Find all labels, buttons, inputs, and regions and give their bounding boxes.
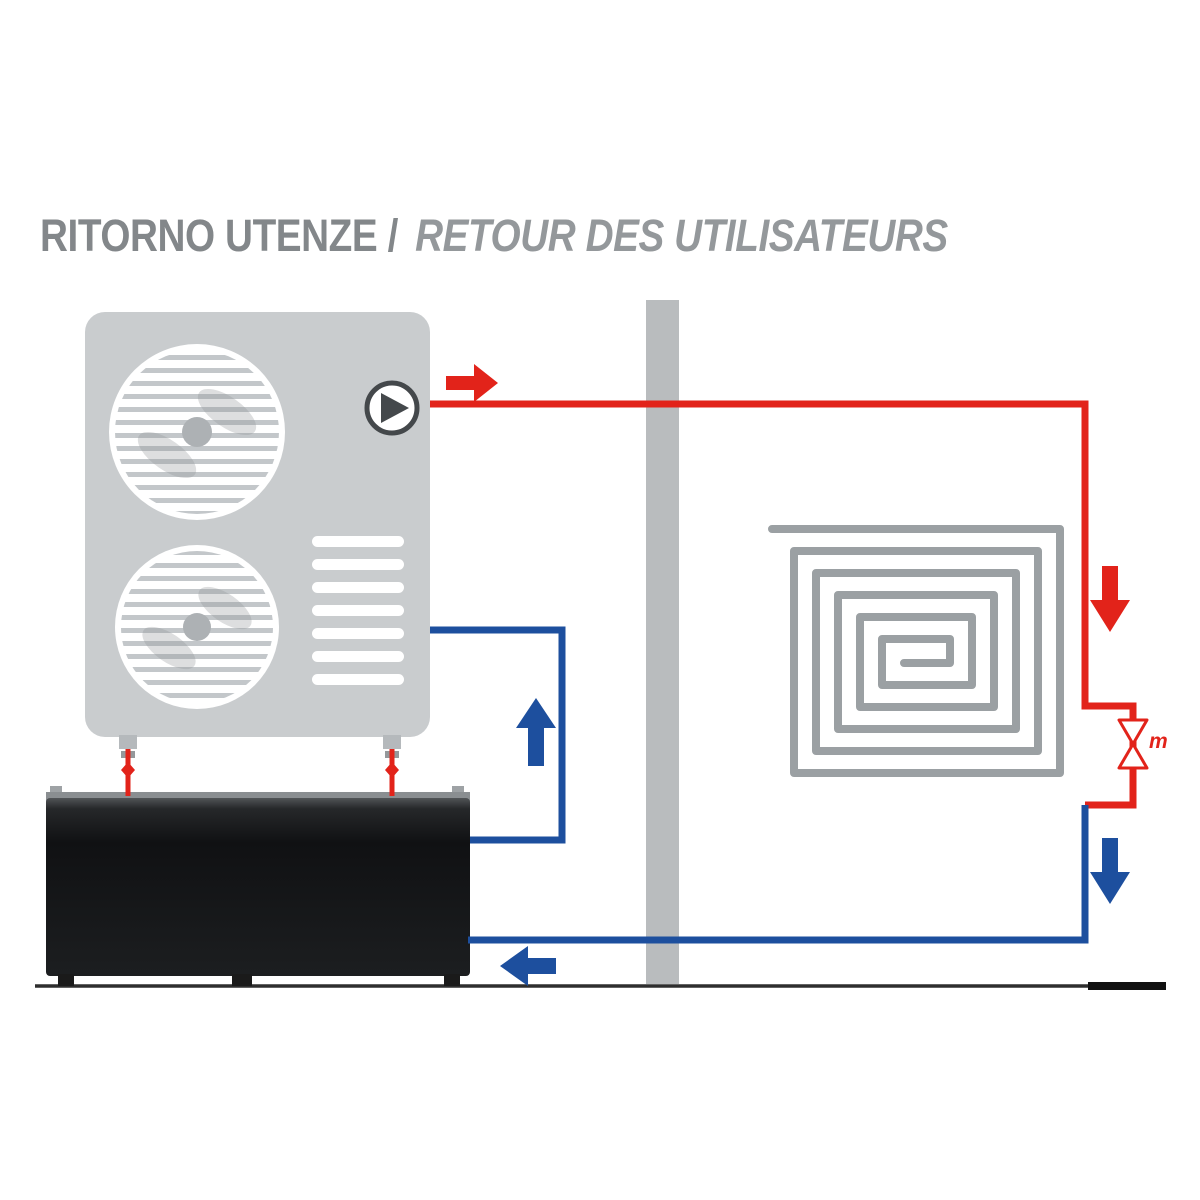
tank-lid xyxy=(46,792,470,802)
fan-blade xyxy=(197,388,257,436)
vent-grille xyxy=(312,536,404,685)
tank-foot xyxy=(232,974,252,986)
valve-actuator-label: m xyxy=(1149,730,1168,753)
pump-triangle xyxy=(381,393,409,423)
unit-foot-right xyxy=(383,735,401,749)
tank-tab-right xyxy=(452,786,464,795)
return-pipe-upper xyxy=(430,626,566,844)
vent-slat xyxy=(312,674,404,685)
fan-blade xyxy=(198,586,252,630)
connector-valve-icon xyxy=(121,762,135,778)
fan-blade xyxy=(142,626,196,670)
tank-foot xyxy=(58,974,74,986)
vent-slat xyxy=(312,628,404,639)
vent-slat xyxy=(312,536,404,547)
vent-slat xyxy=(312,651,404,662)
buffer-tank xyxy=(46,786,470,986)
tank-body xyxy=(46,798,470,976)
title-french: RETOUR DES UTILISATEURS xyxy=(415,210,948,261)
diagram-title: RITORNO UTENZE / RETOUR DES UTILISATEURS xyxy=(40,210,948,262)
title-italian: RITORNO UTENZE / xyxy=(40,210,398,261)
tank-tab-left xyxy=(50,786,62,795)
fan-hub xyxy=(183,613,211,641)
check-valve-icon: m xyxy=(1117,718,1168,770)
supply-flow-arrow-right xyxy=(446,364,498,402)
fan-blade xyxy=(137,431,197,479)
return-flow-arrow-left xyxy=(500,946,556,986)
connector-left xyxy=(121,749,135,796)
valve-triangle-top xyxy=(1117,718,1149,746)
return-flow-arrow-up xyxy=(516,698,556,766)
vent-slat xyxy=(312,559,404,570)
tank-foot xyxy=(444,974,460,986)
return-pipe-lower xyxy=(468,805,1089,944)
wall xyxy=(646,300,679,984)
valve-triangle-bottom xyxy=(1117,742,1149,770)
return-flow-arrow-down xyxy=(1090,838,1130,904)
unit-foot-left xyxy=(119,735,137,749)
connector-valve-icon xyxy=(385,762,399,778)
vent-slat xyxy=(312,605,404,616)
supply-pipe-red xyxy=(430,400,1137,809)
supply-flow-arrow-down xyxy=(1090,566,1130,632)
vent-slat xyxy=(312,582,404,593)
connector-right xyxy=(385,749,399,796)
fan-bottom-icon xyxy=(115,545,279,709)
heat-pump-unit xyxy=(85,312,430,749)
fan-hub xyxy=(182,417,212,447)
floor-heating-coil-icon xyxy=(768,525,1064,777)
fan-top-icon xyxy=(109,344,285,520)
circulator-pump-icon xyxy=(364,380,420,436)
